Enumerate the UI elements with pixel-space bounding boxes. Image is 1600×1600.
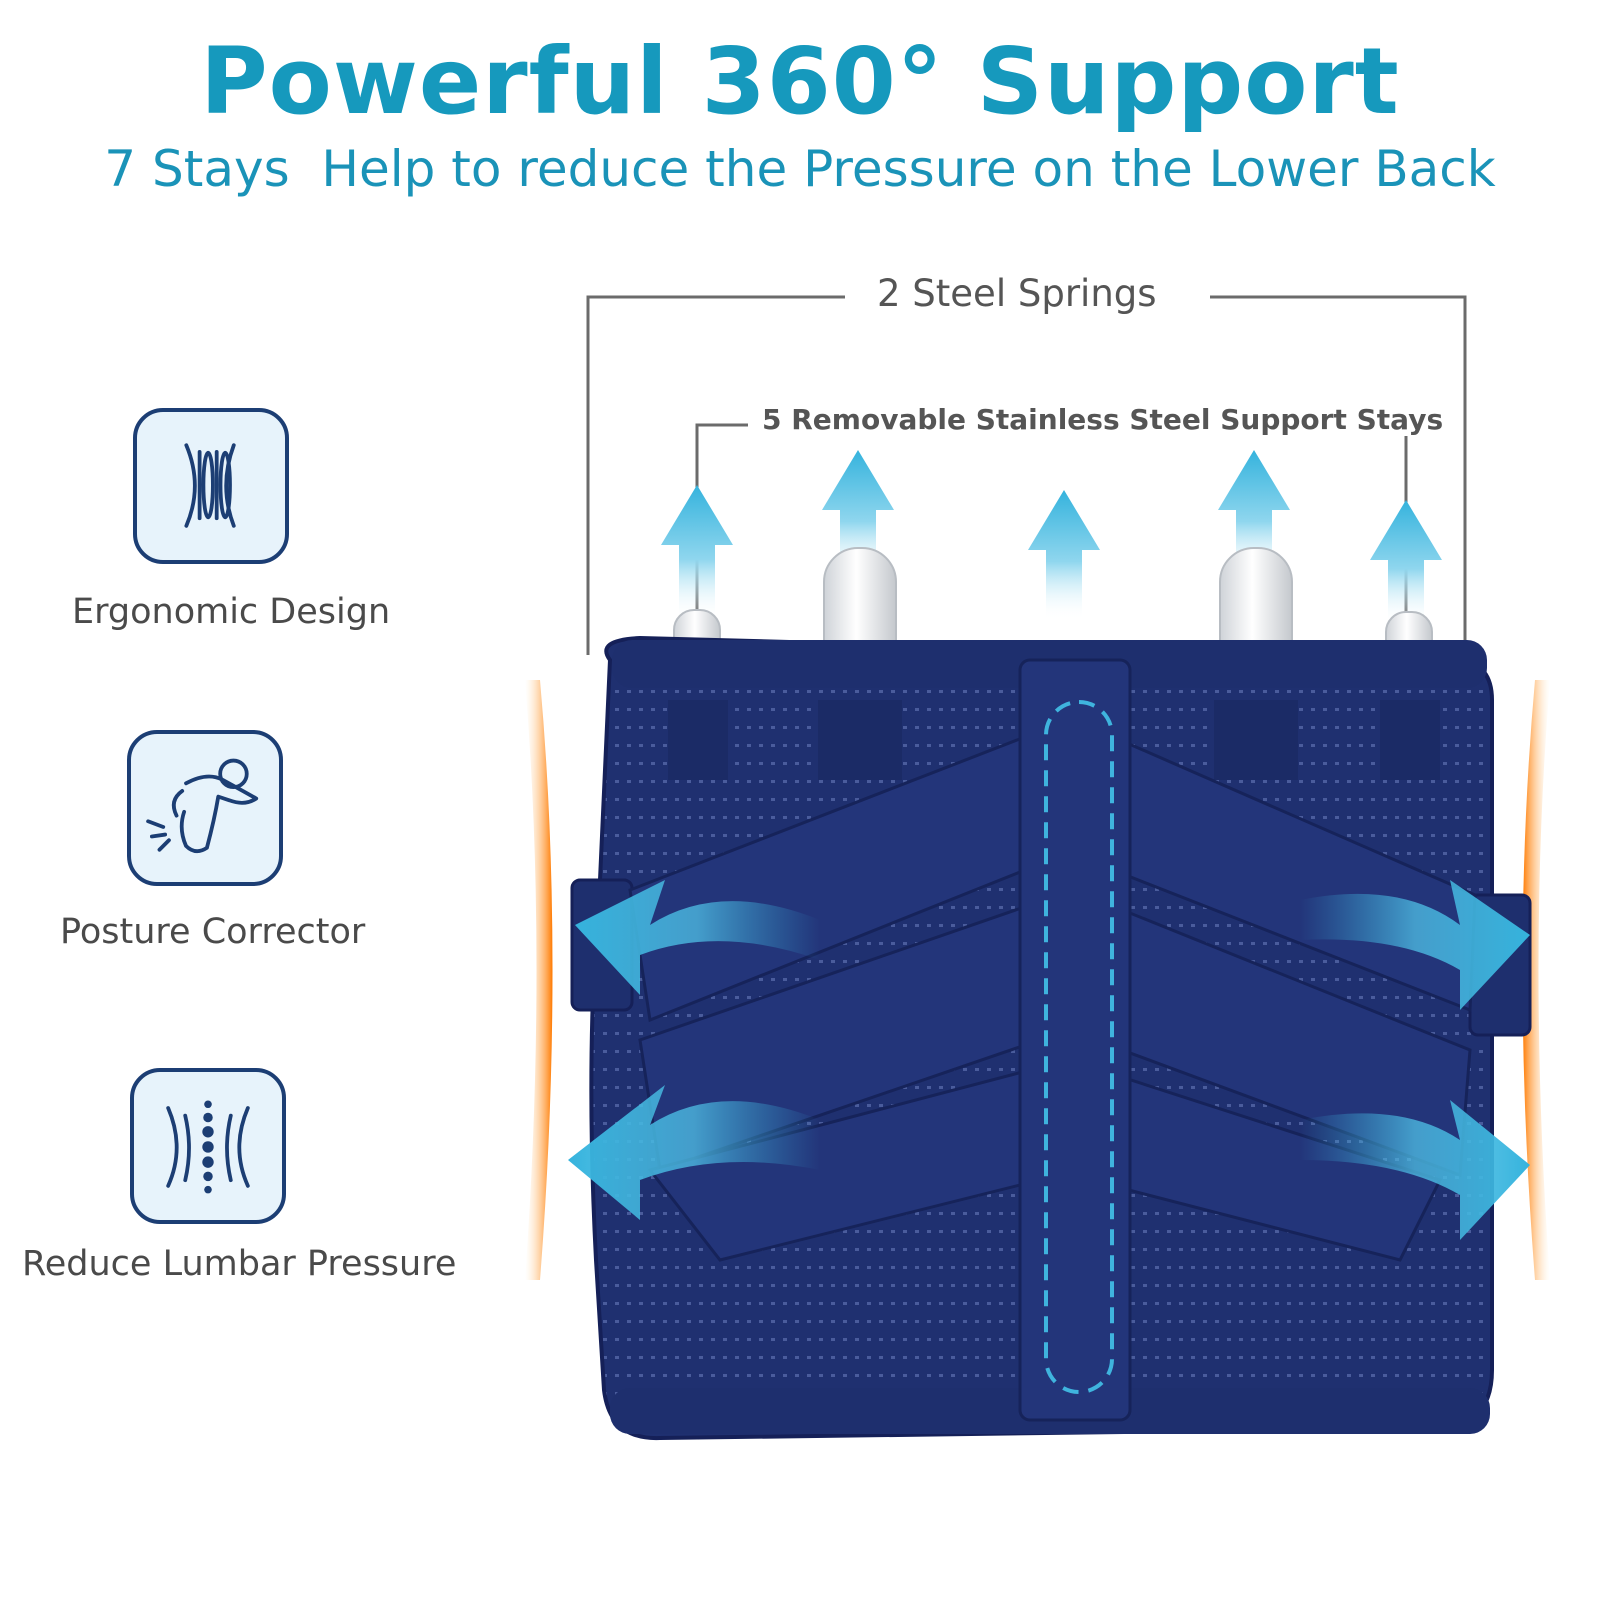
spine-curves-icon xyxy=(133,408,289,564)
steel-spring-outline xyxy=(1044,700,1114,1394)
heat-glow-left xyxy=(525,680,553,1280)
up-arrow-5 xyxy=(1370,500,1442,625)
stay-pocket-2 xyxy=(818,700,902,780)
feature-label-ergonomic: Ergonomic Design xyxy=(72,592,391,632)
up-arrow-4 xyxy=(1218,450,1290,580)
lumbar-vertebrae-icon xyxy=(130,1068,286,1224)
up-arrow-3 xyxy=(1028,490,1100,620)
springs-bracket-left xyxy=(586,295,845,655)
side-arrow-lower-right xyxy=(1300,1100,1530,1240)
up-arrow-1 xyxy=(661,485,733,620)
stay-pocket-3 xyxy=(1214,700,1298,780)
side-arrow-upper-left xyxy=(575,880,820,995)
side-arrow-lower-left xyxy=(568,1085,820,1220)
page-subtitle: 7 Stays Help to reduce the Pressure on t… xyxy=(104,140,1496,198)
up-arrow-2 xyxy=(822,450,894,580)
side-arrow-upper-right xyxy=(1300,880,1530,1010)
steel-springs-callout: 2 Steel Springs xyxy=(845,272,1189,315)
springs-bracket-right xyxy=(1210,295,1467,670)
feature-label-posture: Posture Corrector xyxy=(60,912,366,952)
page-title: Powerful 360° Support xyxy=(200,28,1400,135)
support-stays-callout: 5 Removable Stainless Steel Support Stay… xyxy=(748,403,1458,436)
stay-pocket-4 xyxy=(1380,700,1440,780)
stay-pocket-1 xyxy=(668,700,728,780)
heat-glow-right xyxy=(1522,680,1550,1280)
back-pain-icon xyxy=(127,730,283,886)
feature-label-lumbar: Reduce Lumbar Pressure xyxy=(22,1244,457,1284)
